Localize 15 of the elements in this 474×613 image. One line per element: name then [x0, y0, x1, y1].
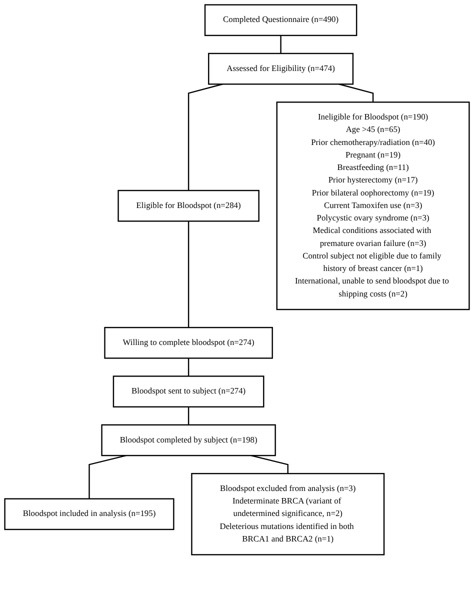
connector [188, 358, 190, 376]
node-box: Bloodspot included in analysis (n=195) [4, 498, 174, 530]
connector [188, 84, 223, 190]
node-box: Assessed for Eligibility (n=474) [208, 52, 354, 85]
node-box: Eligible for Bloodspot (n=284) [118, 190, 260, 222]
connector [188, 406, 190, 425]
node-box: Completed Questionnaire (n=490) [204, 4, 358, 36]
node-box: Bloodspot excluded from analysis (n=3) Indeterminate BRCA (variant of undetermined significance, n=2) Deleterious mutations identified in both BRCA1 and BRCA2 (n=1) [191, 472, 385, 556]
connector [280, 35, 282, 54]
node-box: Bloodspot completed by subject (n=198) [101, 424, 276, 456]
node-box: Ineligible for Bloodspot (n=190) Age >45 (n=65) Prior chemotherapy/radiation (n=40) Pregnant (n=19) Breastfeeding (n=11) Prior hysterectomy (n=17) Prior bilateral oophorectomy (n=19) Current Tamoxifen use (n=3) Polycystic ovary syndrome (n=3) Medical conditions associated with premature ovarian failure (n=3) Control subject not eligible due to family history of breast cancer (n=1) International, unable to send bloodspot due to shipping costs (n=2) [276, 102, 470, 310]
connector [188, 221, 190, 328]
node-box: Willing to complete bloodspot (n=274) [104, 326, 273, 359]
node-box: Bloodspot sent to subject (n=274) [112, 376, 264, 408]
connector [338, 84, 374, 102]
